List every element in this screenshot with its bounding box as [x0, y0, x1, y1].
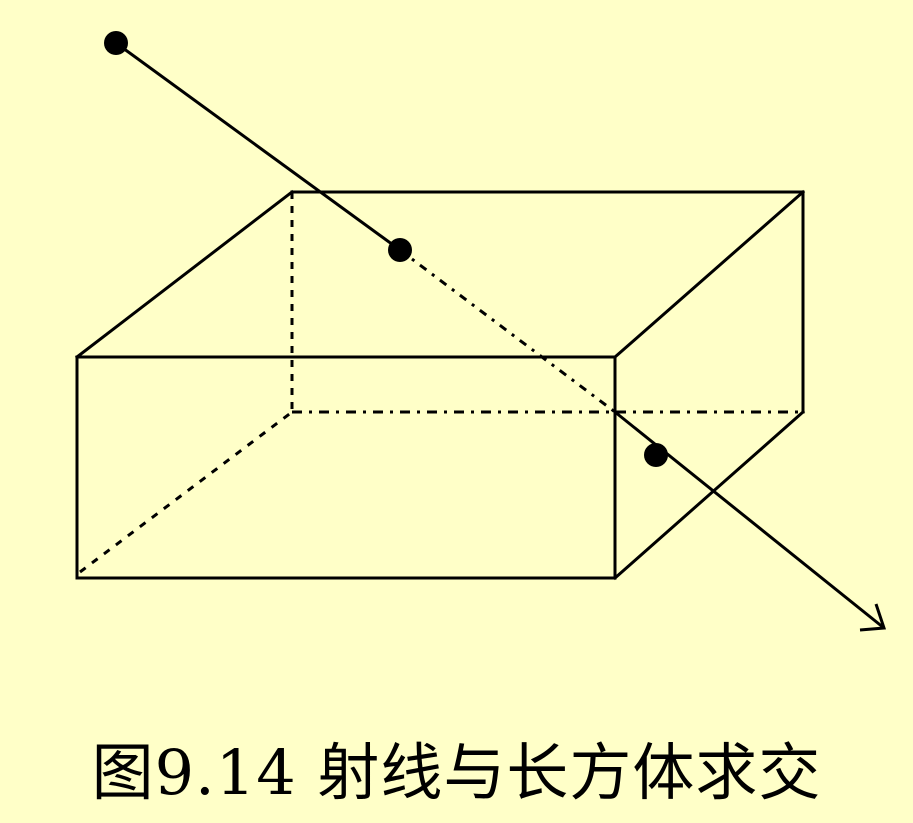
- ray-points: [104, 31, 668, 467]
- ray-box-intersection-diagram: [74, 31, 887, 632]
- exit-intersection-point: [644, 443, 668, 467]
- ray-origin-point: [104, 31, 128, 55]
- figure-caption: 图9.14 射线与长方体求交: [91, 736, 822, 809]
- entry-intersection-point: [388, 238, 412, 262]
- box-bottom-right-edge: [612, 409, 806, 581]
- box-top-right-edge: [612, 189, 806, 360]
- ray-hidden-segment: [399, 248, 616, 414]
- box-hidden-edges: [79, 192, 803, 574]
- box-top-left-edge: [74, 189, 295, 360]
- ray-arrowhead: [859, 603, 887, 632]
- box-front-face: [75, 355, 617, 580]
- ray-visible-segment: [115, 41, 401, 252]
- box-visible-edges: [74, 189, 806, 581]
- ray: [115, 41, 887, 632]
- box-hidden-bottom-left-edge: [79, 410, 293, 574]
